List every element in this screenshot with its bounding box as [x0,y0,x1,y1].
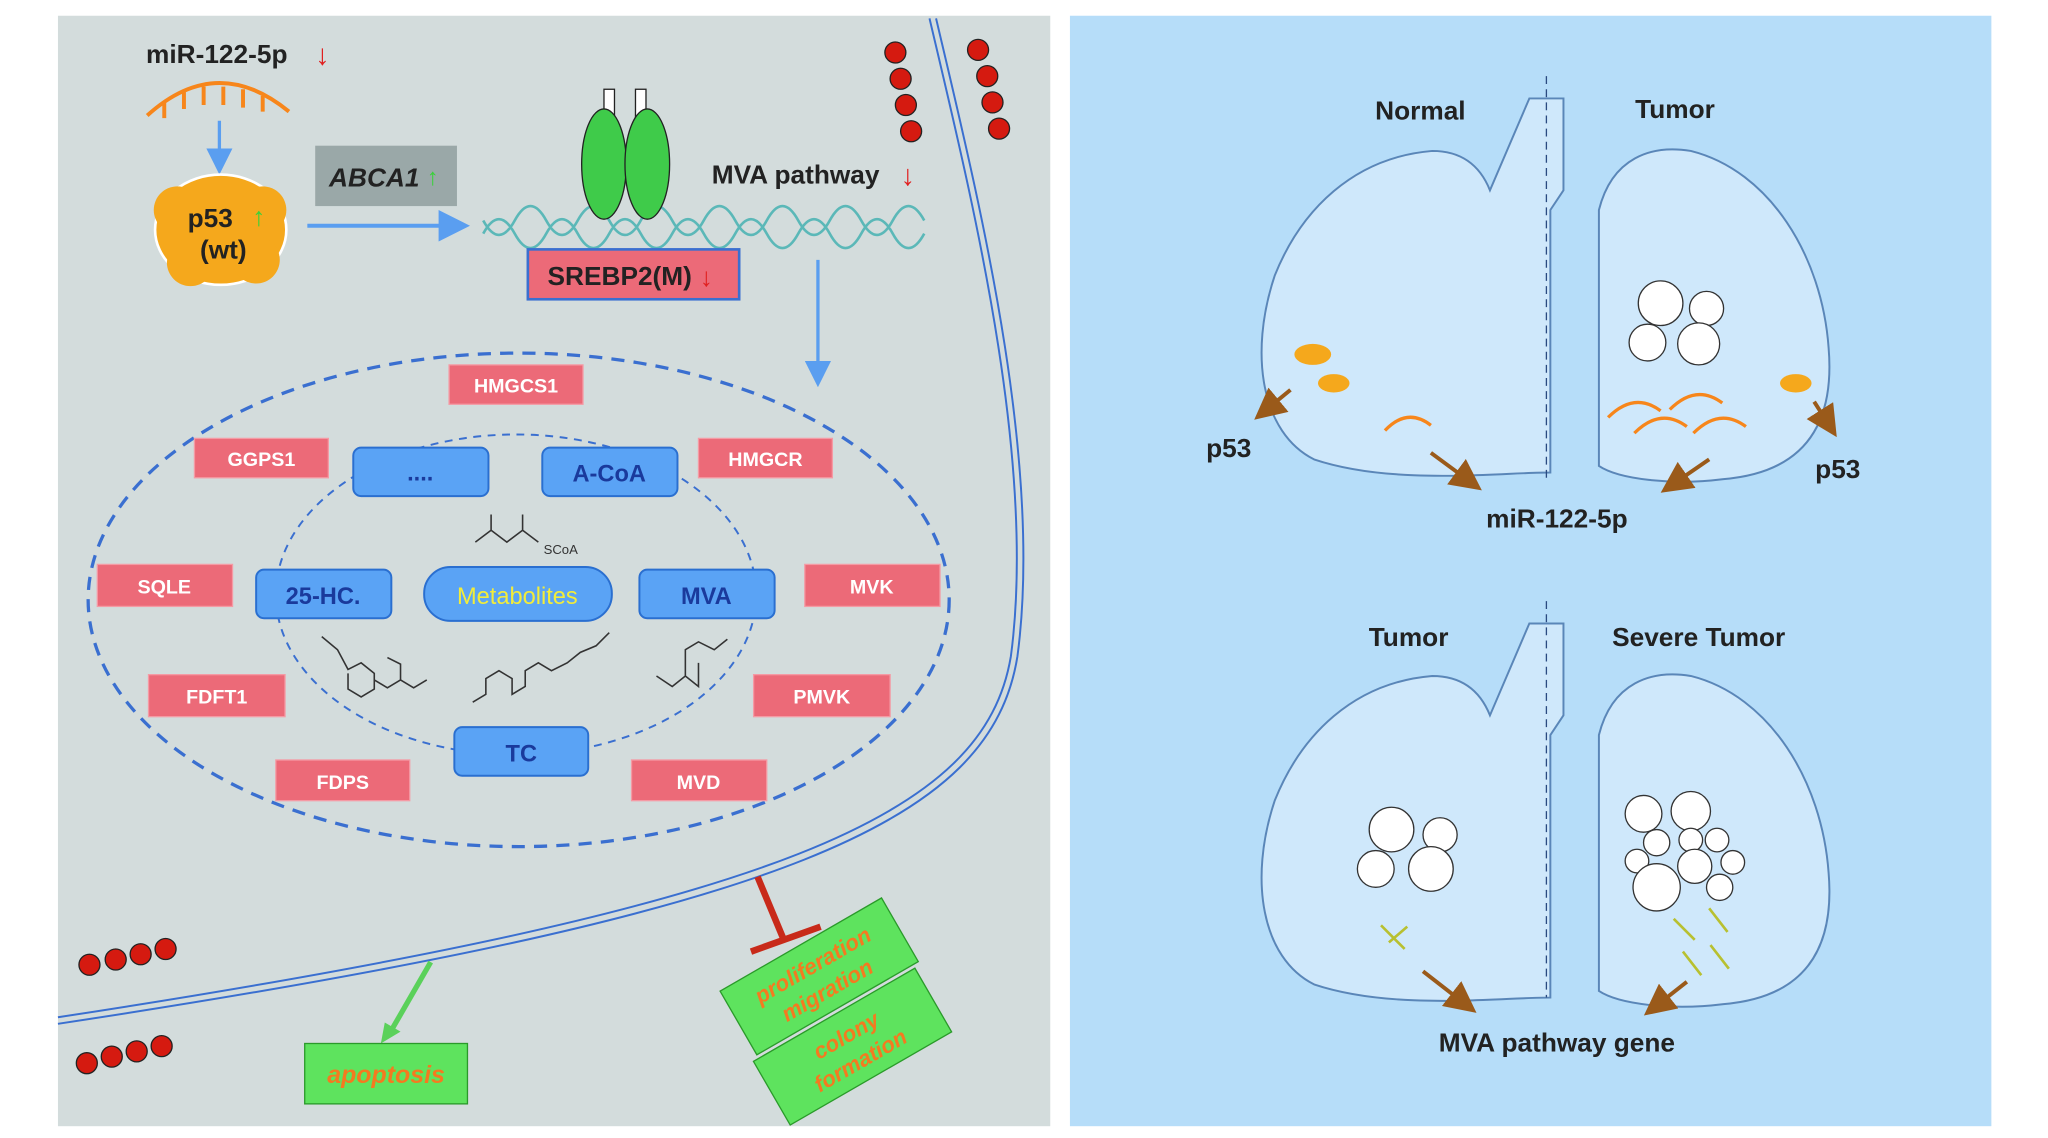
mirna-label-right: miR-122-5p [1486,504,1628,534]
svg-text:....: .... [407,460,433,486]
apoptosis-box [304,1042,469,1105]
svg-text:A-CoA: A-CoA [573,462,646,488]
svg-text:p53: p53 [188,203,233,233]
metabolite-box-25hc: 25-HC. [255,568,393,620]
inhibition-symbol [754,875,787,942]
svg-text:MVK: MVK [850,576,895,598]
gene-box-hmgcr: HMGCR [697,437,834,479]
svg-text:SCoA: SCoA [544,542,579,557]
hydroxycholesterol-structure-icon [321,635,428,698]
mevalonate-structure-icon [656,638,728,689]
lungs-bottom-illustration [1260,601,1831,1016]
svg-text:Metabolites: Metabolites [457,584,578,610]
gene-box-fdft1: FDFT1 [147,674,286,718]
cell-membrane [57,18,1018,1019]
metabolite-box-acoa: A-CoA [541,446,679,498]
svg-text:↑: ↑ [427,165,439,191]
svg-text:↓: ↓ [700,262,713,292]
tumor-cell-icon [1356,790,1746,912]
mva-pathway-label: MVA pathway [712,160,880,190]
left-panel: miR-122-5p ↓ p53 ↑ (wt) ABCA1 ↑ MVA path… [57,15,1051,1127]
metabolite-box-mva: MVA [638,568,776,620]
svg-text:TC: TC [506,741,537,767]
lungs-top-illustration [1254,76,1837,493]
p53-label-right: p53 [1815,454,1860,484]
right-panel: Normal Tumor p53 p53 miR-122-5p Tumor Se… [1069,15,1992,1127]
tumor-title-bottom: Tumor [1369,622,1449,652]
svg-text:SQLE: SQLE [137,576,191,598]
receptor-icon [581,88,671,220]
srebp2-box [526,248,741,301]
acetoacetyl-coa-structure-icon: SCoA [474,514,579,557]
mirna-icon [1383,392,1747,435]
svg-text:FDFT1: FDFT1 [186,687,247,709]
metabolite-center: Metabolites [423,566,613,622]
svg-text:25-HC.: 25-HC. [286,584,361,610]
gene-box-hmgcs1: HMGCS1 [448,364,584,405]
gene-box-fdps: FDPS [275,759,411,802]
apoptosis-label: apoptosis [327,1061,445,1089]
metabolite-box-tc: TC [453,726,590,777]
p53-cloud: p53 ↑ (wt) [153,173,288,287]
svg-text:HMGCS1: HMGCS1 [474,375,558,397]
p53-label-left: p53 [1206,433,1251,463]
p53-cell-icon [1294,343,1812,393]
tumor-title-top: Tumor [1635,94,1715,124]
abca1-box [315,145,457,207]
svg-text:↓: ↓ [901,160,915,192]
svg-text:(wt): (wt) [200,235,247,265]
svg-text:MVD: MVD [677,772,721,794]
gene-box-sqle: SQLE [96,563,234,608]
normal-title: Normal [1375,95,1465,125]
cholesterol-structure-icon [472,632,610,703]
dna-gene-icon [1380,907,1730,977]
srebp2-label: SREBP2(M) [548,261,692,291]
mirna-label: miR-122-5p [146,39,288,69]
gene-box-ggps1: GGPS1 [193,437,329,479]
svg-text:PMVK: PMVK [793,687,851,709]
svg-text:GGPS1: GGPS1 [227,449,295,471]
dna-helix-icon [482,204,926,250]
tumor-cell-icon [1628,280,1725,366]
svg-text:↑: ↑ [252,202,265,232]
svg-text:HMGCR: HMGCR [728,449,802,471]
outer-pathway-ring [86,351,951,849]
abca1-label: ABCA1 [328,162,419,192]
mva-pathway-gene-label: MVA pathway gene [1439,1027,1675,1057]
svg-text:FDPS: FDPS [317,772,369,794]
gene-box-mvk: MVK [804,563,941,608]
gene-box-mvd: MVD [630,759,768,802]
severe-tumor-title: Severe Tumor [1612,622,1785,652]
mirna-icon [145,81,291,119]
lipid-bilayer-icon [75,38,1011,1075]
gene-box-pmvk: PMVK [752,674,891,718]
down-arrow-icon: ↓ [315,39,329,71]
svg-text:MVA: MVA [681,584,732,610]
metabolite-box-other: .... [352,446,490,498]
